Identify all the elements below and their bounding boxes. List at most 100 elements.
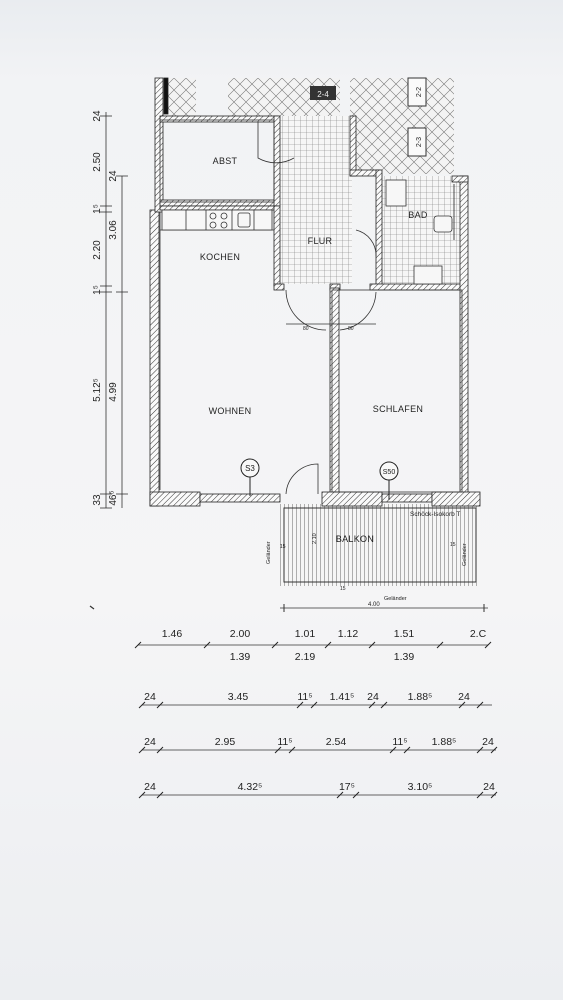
hdim-row1_top-0: 1.46 (162, 628, 183, 640)
vdim-outer-6: 33 (92, 494, 103, 506)
vertical-dims-inner: 24 3.06 4.99 46⁵ (108, 170, 119, 506)
hdim-row1_top-5: 2.C (470, 628, 487, 640)
hdim-row1_top-4: 1.51 (394, 628, 415, 640)
balcony-deck (280, 504, 480, 586)
dim-tick (368, 701, 376, 709)
hdim-row2-6: 24 (458, 691, 470, 703)
dim-tick (156, 701, 164, 709)
balkon-side-right: 15 (450, 542, 456, 548)
balkon-width-dim: 4.00 (280, 602, 488, 612)
stray-mark (89, 605, 95, 610)
dim-tick (138, 701, 146, 709)
box-top-label: 2-4 (317, 90, 329, 99)
room-label-flur: FLUR (308, 236, 333, 246)
dim-tick (134, 641, 142, 649)
dim-tick (403, 746, 411, 754)
hdim-row3-1: 2.95 (215, 736, 236, 748)
balkon-depth: 2.10 (312, 533, 318, 544)
doors (257, 122, 377, 495)
dim-tick (484, 641, 492, 649)
hdim-row3-0: 24 (144, 736, 156, 748)
balkon-bottom: 15 (340, 586, 346, 592)
vertical-dimensions (100, 112, 128, 509)
door-left-dim: 80 (303, 326, 309, 332)
vdim-inner-2: 4.99 (108, 382, 119, 402)
walls (149, 77, 481, 507)
dim-tick (490, 746, 498, 754)
vdim-outer-2: 1⁵ (92, 204, 103, 214)
vdim-inner-3: 46⁵ (108, 490, 119, 505)
room-label-abst: ABST (213, 156, 238, 166)
exterior-paving (166, 78, 454, 174)
hdim-row3-4: 11⁵ (392, 736, 407, 748)
door-right-dim: 80 (348, 326, 354, 332)
symbol-s3: S3 (245, 464, 255, 473)
hdim-row1_bottom-2: 1.39 (394, 651, 415, 663)
hdim-row3-3: 2.54 (326, 736, 347, 748)
dim-tick (352, 791, 360, 799)
hdim-row1_top-2: 1.01 (295, 628, 316, 640)
dim-tick (476, 791, 484, 799)
horizontal-dimension-lines (138, 644, 496, 796)
balkon-side-left: 15 (280, 544, 286, 550)
hdim-row3-2: 11⁵ (277, 736, 292, 748)
dim-tick (476, 701, 484, 709)
dim-tick (458, 701, 466, 709)
hdim-row3-5: 1.88⁵ (432, 736, 457, 748)
room-label-balkon: BALKON (336, 534, 374, 544)
hdim-row4-1: 4.32⁵ (238, 781, 263, 793)
symbol-s50: S50 (383, 469, 396, 476)
dim-tick (296, 701, 304, 709)
dim-tick (380, 701, 388, 709)
gelaender-left: Geländer (266, 541, 272, 564)
vdim-outer-4: 1⁵ (92, 285, 103, 295)
dim-tick (274, 746, 282, 754)
hdim-row3-6: 24 (482, 736, 494, 748)
hdim-row4-3: 3.10⁵ (408, 781, 433, 793)
hdim-row1_bottom-0: 1.39 (230, 651, 251, 663)
vdim-outer-5: 5.12⁵ (92, 378, 103, 402)
dim-tick (156, 791, 164, 799)
room-label-wohnen: WOHNEN (209, 406, 252, 416)
vertical-dims-outer: 24 2.50 1⁵ 2.20 1⁵ 5.12⁵ 33 (92, 110, 103, 506)
vdim-outer-1: 2.50 (92, 152, 103, 172)
gelaender-right: Geländer (462, 543, 468, 566)
vdim-inner-0: 24 (108, 170, 119, 182)
hdim-row4-0: 24 (144, 781, 156, 793)
dim-tick (310, 701, 318, 709)
kitchen-counter (161, 209, 273, 231)
box-right-1-label: 2-2 (416, 87, 423, 97)
vdim-outer-3: 2.20 (92, 240, 103, 260)
dim-tick (288, 746, 296, 754)
vdim-inner-1: 3.06 (108, 220, 119, 240)
dim-tick (436, 641, 444, 649)
hdim-row2-3: 1.41⁵ (330, 691, 355, 703)
hdim-row4-4: 24 (483, 781, 495, 793)
bathroom-fixtures (385, 179, 455, 285)
hdim-row1_bottom-1: 2.19 (295, 651, 316, 663)
gelaender-bottom: Geländer (384, 596, 407, 602)
schoeck-label: Schöck-Isokorb T (410, 511, 460, 518)
hdim-row2-1: 3.45 (228, 691, 249, 703)
room-label-bad: BAD (408, 210, 428, 220)
dim-tick (336, 791, 344, 799)
room-label-schlafen: SCHLAFEN (373, 404, 423, 414)
vdim-outer-0: 24 (92, 110, 103, 122)
room-label-kochen: KOCHEN (200, 252, 240, 262)
dim-tick (138, 746, 146, 754)
hdim-row2-0: 24 (144, 691, 156, 703)
dim-tick (138, 791, 146, 799)
hdim-row4-2: 17⁵ (339, 781, 355, 793)
box-right-2-label: 2-3 (416, 137, 423, 147)
dim-tick (490, 791, 498, 799)
dim-tick (271, 641, 279, 649)
hdim-row2-5: 1.88⁵ (408, 691, 433, 703)
flur-tiles (278, 116, 352, 284)
dim-tick (324, 641, 332, 649)
dim-tick (368, 641, 376, 649)
hdim-row1_top-3: 1.12 (338, 628, 359, 640)
hdim-row2-4: 24 (367, 691, 379, 703)
svg-text:4.00: 4.00 (368, 602, 380, 608)
